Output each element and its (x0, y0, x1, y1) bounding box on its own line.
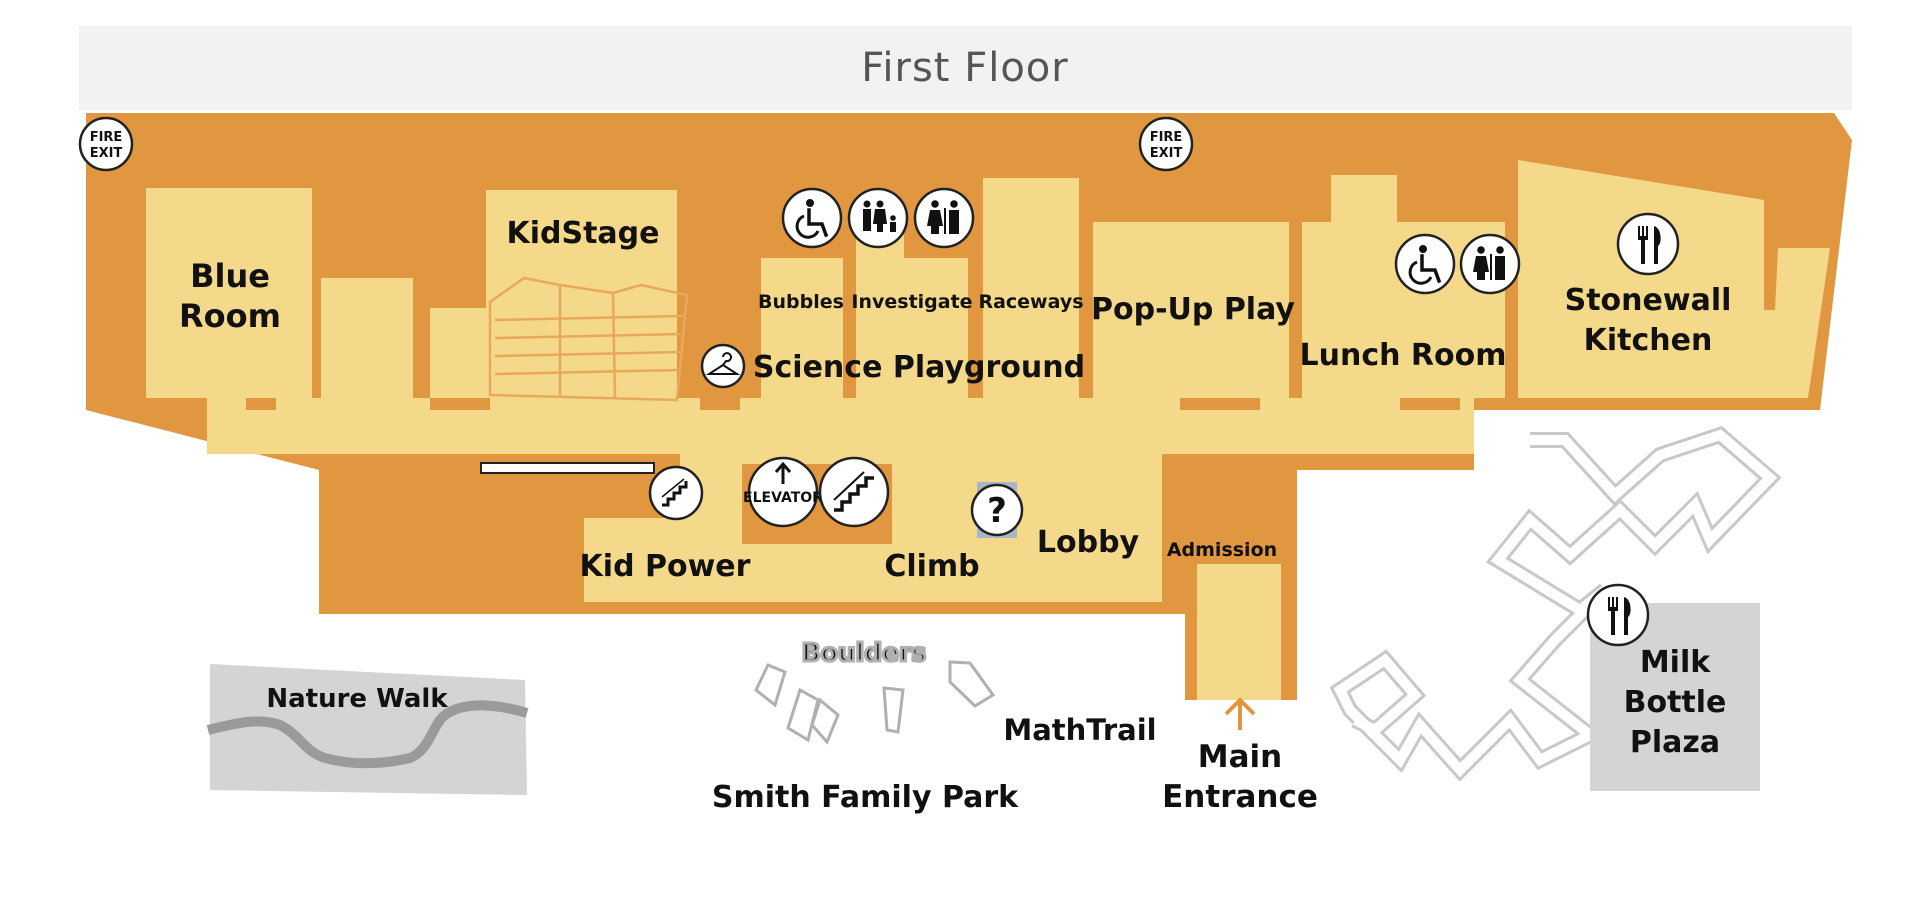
wall-seg (843, 258, 856, 398)
wall-seg (1180, 398, 1260, 410)
seating-row (494, 350, 681, 358)
entrance-arrow (1224, 697, 1256, 730)
boulder-shape (786, 687, 820, 743)
info-symbol: ? (987, 491, 1007, 531)
seating-row (494, 332, 682, 340)
blue-room-area (146, 188, 312, 398)
stairs-icon (818, 456, 890, 528)
food-icon (1616, 212, 1680, 276)
blue-room-annex (321, 278, 413, 398)
accessible-icon (781, 187, 843, 249)
wall-seg (430, 398, 490, 410)
stonewall-kitchen-area (1518, 160, 1830, 398)
svg-text:FIRE: FIRE (1150, 130, 1183, 145)
svg-text:EXIT: EXIT (90, 146, 123, 161)
wall-seg (1289, 220, 1302, 398)
boulder-shape (882, 686, 905, 734)
label-lunch-room: Lunch Room (1300, 338, 1507, 373)
label-blue-room-line1: Blue (190, 257, 270, 295)
accessible-icon (1394, 233, 1456, 295)
wall-seg (1079, 220, 1093, 398)
restroom-icon (1459, 233, 1521, 295)
wall-seg (700, 398, 740, 410)
fire-exit-icon: FIRE EXIT (1138, 116, 1194, 172)
wall-seg (1400, 398, 1460, 410)
boulder-shape (754, 663, 787, 708)
seating-aisle (611, 292, 617, 399)
icons: FIRE EXIT FIRE EXIT (78, 116, 1680, 647)
wall-seg (1505, 320, 1518, 398)
label-stonewall-line2: Kitchen (1584, 323, 1713, 358)
header-band (79, 26, 1852, 110)
rooms-fill (146, 160, 1830, 700)
info-icon: ? (970, 482, 1024, 538)
popup-play-area (1093, 222, 1289, 398)
wall-seg (246, 398, 276, 410)
nature-walk-path (206, 700, 529, 769)
corridor-upper (207, 398, 1474, 412)
label-blue-room-line2: Room (179, 297, 281, 335)
label-bubbles: Bubbles (758, 291, 844, 313)
label-kidstage: KidStage (506, 216, 659, 251)
boulder-shape (948, 660, 996, 708)
wall-seg (968, 258, 983, 398)
label-raceways: Raceways (978, 291, 1083, 313)
inner-walls (246, 220, 1518, 410)
label-lobby: Lobby (1037, 525, 1140, 560)
seating-outline (488, 276, 689, 402)
admission-desk (1162, 460, 1297, 526)
admission-area (1197, 564, 1281, 700)
bench-strip (480, 462, 655, 474)
restroom-icon (913, 187, 975, 249)
nature-walk: Nature Walk (206, 664, 529, 795)
label-admission: Admission (1167, 539, 1277, 561)
svg-text:ELEVATOR: ELEVATOR (743, 490, 823, 506)
lunch-room-top (1331, 175, 1397, 235)
floor-title: First Floor (861, 45, 1068, 91)
corridor-wall-left (319, 470, 584, 614)
label-milk-line1: Milk (1640, 645, 1711, 680)
label-kid-power: Kid Power (580, 549, 751, 584)
label-stonewall-line1: Stonewall (1565, 283, 1732, 318)
room-labels: Blue Room KidStage Bubbles Investigate R… (179, 216, 1731, 584)
nature-walk-area (210, 664, 527, 795)
label-milk-line2: Bottle (1624, 685, 1727, 720)
coat-check-icon (700, 343, 746, 389)
boulder-shape (810, 697, 840, 745)
family-restroom-icon (847, 187, 909, 249)
seating-row (494, 368, 680, 376)
food-icon (1586, 583, 1650, 647)
kidstage-top (486, 190, 677, 398)
label-smith-family-park: Smith Family Park (712, 780, 1019, 815)
corridor-bench (480, 462, 655, 474)
main-entrance: Main Entrance (1162, 697, 1318, 815)
label-climb: Climb (884, 549, 979, 584)
milk-bottle-plaza: Milk Bottle Plaza (1590, 603, 1760, 791)
label-main-entrance-line2: Entrance (1162, 779, 1318, 815)
label-boulders: Boulders (802, 638, 927, 667)
stairs-icon (648, 465, 704, 521)
kid-power-area (584, 518, 750, 602)
main-corridor (207, 410, 1474, 454)
seating-row (494, 314, 684, 322)
svg-text:FIRE: FIRE (90, 130, 123, 145)
label-investigate: Investigate (851, 291, 972, 313)
wall-seg (312, 300, 321, 398)
header: First Floor (79, 26, 1852, 110)
boulders: Boulders (754, 637, 996, 745)
svg-text:EXIT: EXIT (1150, 146, 1183, 161)
label-science-playground: Science Playground (753, 350, 1085, 385)
label-mathtrail: MathTrail (1003, 713, 1156, 747)
label-main-entrance-line1: Main (1198, 739, 1282, 775)
science-playground-area (761, 330, 1079, 398)
label-nature-walk: Nature Walk (266, 684, 448, 714)
elevator-icon: ELEVATOR (743, 456, 823, 528)
kidstage-seating (488, 276, 689, 402)
label-popup-play: Pop-Up Play (1091, 292, 1295, 327)
fire-exit-icon: FIRE EXIT (78, 116, 134, 172)
label-milk-line3: Plaza (1630, 725, 1720, 760)
